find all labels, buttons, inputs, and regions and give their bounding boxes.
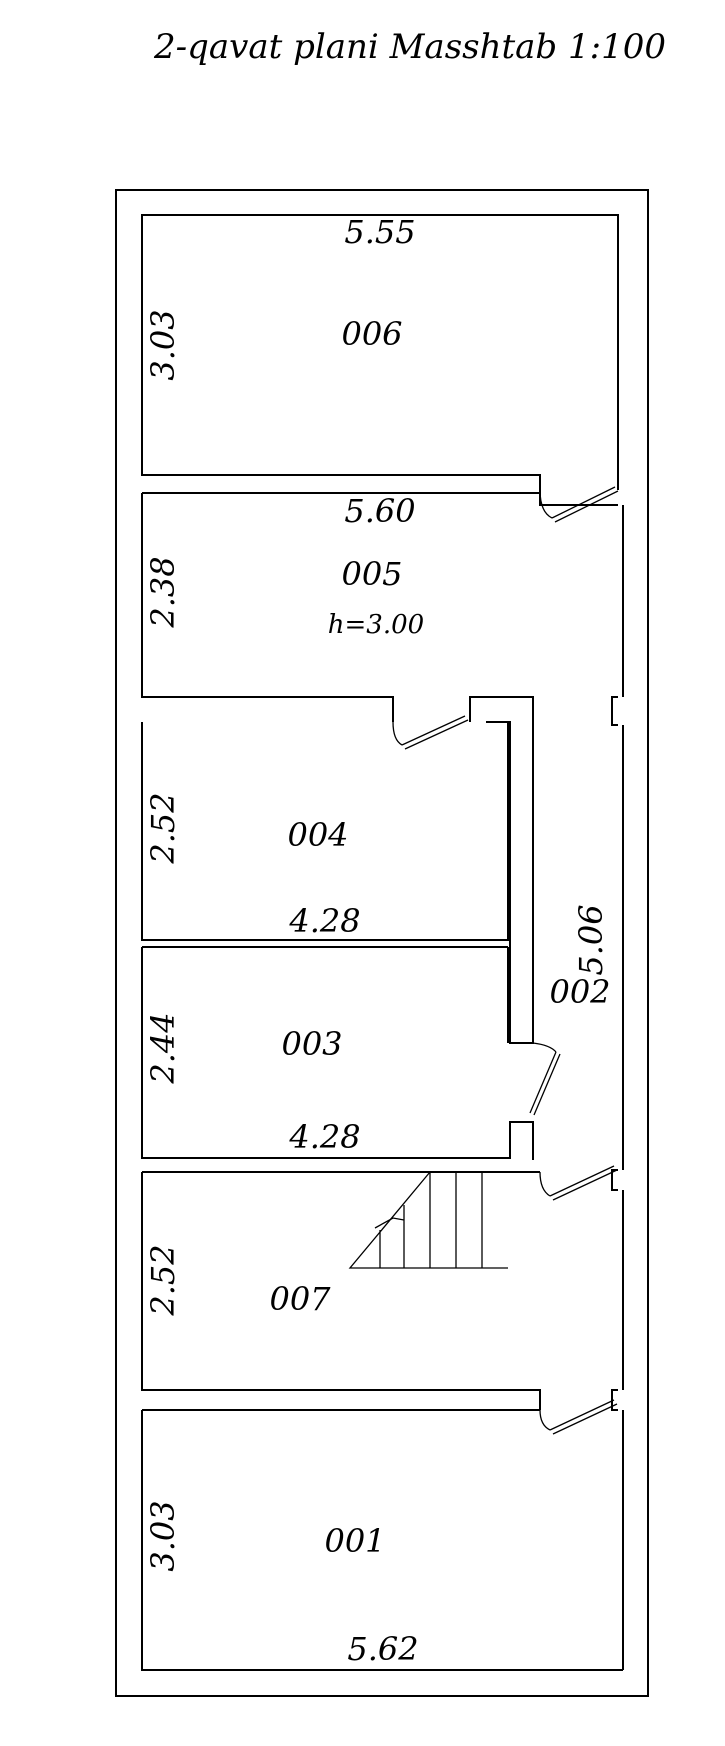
room-007: 007 2.52 (144, 1244, 331, 1318)
height-005: 2.38 (144, 556, 182, 628)
label-006: 006 (341, 315, 402, 353)
room-003: 003 4.28 2.44 (144, 1012, 361, 1156)
room-002: 002 5.06 (549, 904, 610, 1011)
label-004: 004 (287, 816, 348, 854)
height-003: 2.44 (144, 1012, 182, 1084)
label-003: 003 (281, 1025, 342, 1063)
height-004: 2.52 (144, 792, 182, 864)
room-004: 004 4.28 2.52 (144, 792, 361, 940)
interior-walls (141, 214, 624, 1671)
width-006: 5.55 (344, 213, 415, 251)
room-006: 5.55 006 3.03 (144, 213, 416, 381)
doors (392, 486, 619, 1435)
room-005: 5.60 005 h=3.00 2.38 (144, 492, 424, 640)
width-003: 4.28 (288, 1118, 360, 1156)
height-007: 2.52 (144, 1244, 182, 1316)
width-001: 5.62 (347, 1630, 418, 1668)
length-002: 5.06 (572, 904, 610, 975)
width-004: 4.28 (288, 902, 360, 940)
label-001: 001 (324, 1522, 385, 1560)
label-007: 007 (269, 1280, 331, 1318)
outer-wall (115, 189, 649, 1697)
label-002: 002 (549, 973, 610, 1011)
staircase (348, 1171, 508, 1269)
height-006: 3.03 (144, 309, 182, 380)
width-005: 5.60 (344, 492, 415, 530)
ceiling-height: h=3.00 (328, 610, 424, 640)
label-005: 005 (341, 555, 402, 593)
height-001: 3.03 (144, 1500, 182, 1571)
plan-title: 2-qavat plani Masshtab 1:100 (153, 27, 666, 67)
room-001: 001 5.62 3.03 (144, 1500, 419, 1668)
